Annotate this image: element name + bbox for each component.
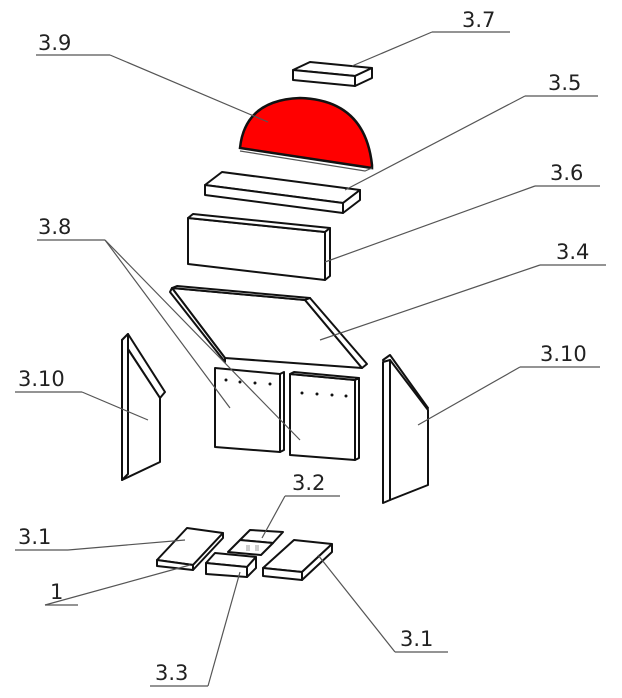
part-3-4 xyxy=(169,285,368,369)
label-3-4: 3.4 xyxy=(556,240,589,264)
label-3-1-right: 3.1 xyxy=(400,627,433,651)
leader-lines xyxy=(15,31,606,687)
label-3-3: 3.3 xyxy=(155,661,188,685)
label-3-6: 3.6 xyxy=(550,161,583,185)
label-3-10-left: 3.10 xyxy=(18,367,65,391)
part-3-7 xyxy=(292,61,373,87)
label-3-1-left: 3.1 xyxy=(18,525,51,549)
part-3-1-left xyxy=(156,527,224,571)
part-3-3 xyxy=(205,552,257,578)
label-3-9: 3.9 xyxy=(38,31,71,55)
part-3-9-highlighted xyxy=(238,96,374,172)
part-3-8-left xyxy=(214,367,285,453)
label-1: 1 xyxy=(50,580,63,604)
label-3-5: 3.5 xyxy=(548,71,581,95)
label-3-7: 3.7 xyxy=(462,8,495,32)
label-3-10-right: 3.10 xyxy=(540,342,587,366)
part-3-5 xyxy=(204,171,361,214)
part-3-6 xyxy=(187,213,331,281)
label-3-2: 3.2 xyxy=(292,471,325,495)
part-3-2-grate xyxy=(227,529,284,556)
part-3-1-right xyxy=(262,539,333,581)
red-deflector-plate xyxy=(238,96,374,170)
part-3-10-right xyxy=(382,354,429,504)
label-3-8: 3.8 xyxy=(38,215,71,239)
part-3-10-left xyxy=(121,333,166,481)
part-3-8-right xyxy=(289,371,360,461)
